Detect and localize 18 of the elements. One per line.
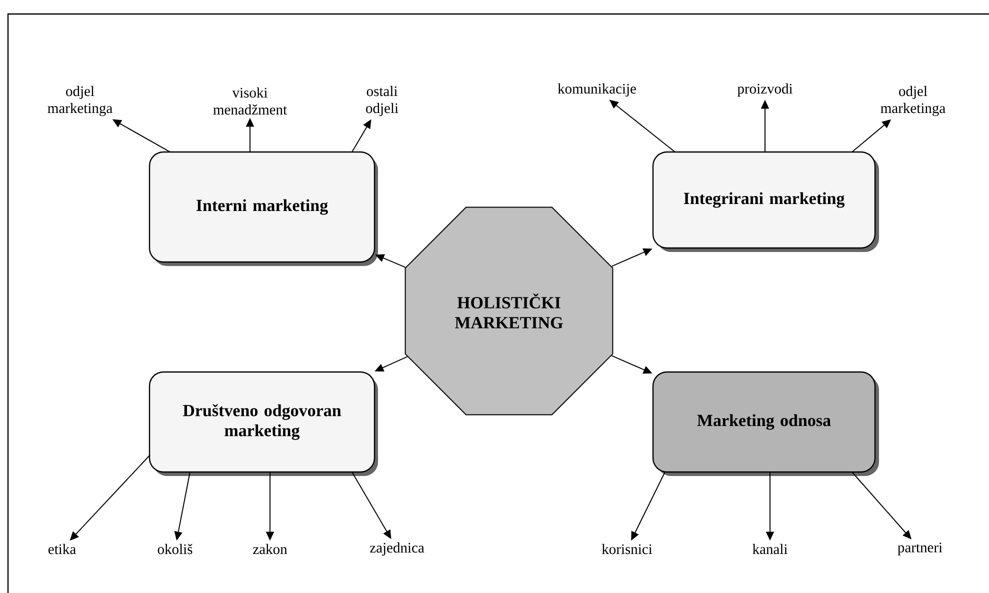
label-text: kanali <box>752 544 788 554</box>
label-text: proizvodi <box>737 83 792 97</box>
label-text: partneri <box>898 542 942 556</box>
rounded-box: Interni marketing <box>148 151 378 266</box>
label-text: odjel marketinga <box>880 86 946 116</box>
rounded-box: Marketing odnosa <box>652 371 879 476</box>
octagon: HOLISTIČKI MARKETING <box>404 206 614 416</box>
label-text: zajednica <box>370 542 424 556</box>
label-text: komunikacije <box>558 83 636 97</box>
label-text: okoliš <box>158 544 192 554</box>
rounded-box: Društveno odgovoran marketing <box>148 371 378 476</box>
label-text: visoki menadžment <box>213 87 287 115</box>
label-text: etika <box>48 544 76 554</box>
label-text: odjel marketinga <box>48 86 112 116</box>
label-text: korisnici <box>602 544 652 554</box>
rounded-box: Integrirani marketing <box>652 151 879 252</box>
label-text: ostali odjeli <box>366 86 398 116</box>
label-text: zakon <box>253 544 288 554</box>
